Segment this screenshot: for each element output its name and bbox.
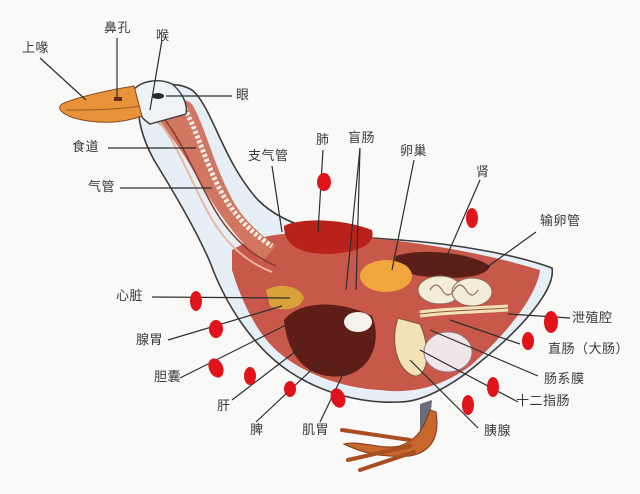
label-nostril: 鼻孔 [104, 21, 132, 36]
label-larynx: 喉 [156, 29, 170, 44]
label-rectum: 直肠（大肠） [548, 342, 630, 357]
label-mesentery: 肠系膜 [544, 372, 585, 387]
label-pancreas: 胰腺 [484, 424, 512, 439]
leader-lines [39, 38, 571, 429]
label-cecum: 盲肠 [348, 131, 376, 146]
label-esophagus: 食道 [72, 140, 100, 155]
label-gizzard: 肌胃 [302, 423, 330, 438]
label-liver: 肝 [217, 399, 231, 414]
label-bronchus: 支气管 [248, 149, 289, 164]
red-markers [190, 173, 558, 415]
neck-muscle [148, 97, 276, 262]
beak [59, 85, 143, 123]
label-heart: 心脏 [116, 289, 144, 304]
eye [152, 93, 164, 99]
ovary [360, 260, 412, 292]
label-proventriculus: 腺胃 [136, 333, 164, 348]
kidney [395, 251, 490, 278]
label-oviduct: 输卵管 [540, 214, 581, 229]
label-kidney: 肾 [476, 165, 490, 180]
label-cloaca: 泄殖腔 [572, 311, 613, 326]
duodenum [393, 317, 428, 377]
label-upper-beak: 上喙 [22, 41, 50, 56]
label-eye: 眼 [236, 88, 250, 103]
label-trachea: 气管 [88, 180, 116, 195]
label-spleen: 脾 [250, 423, 264, 438]
label-gallbladder: 胆囊 [154, 370, 182, 385]
label-ovary: 卵巢 [400, 144, 428, 159]
label-lung: 肺 [316, 133, 330, 148]
label-duodenum: 十二指肠 [516, 394, 571, 409]
